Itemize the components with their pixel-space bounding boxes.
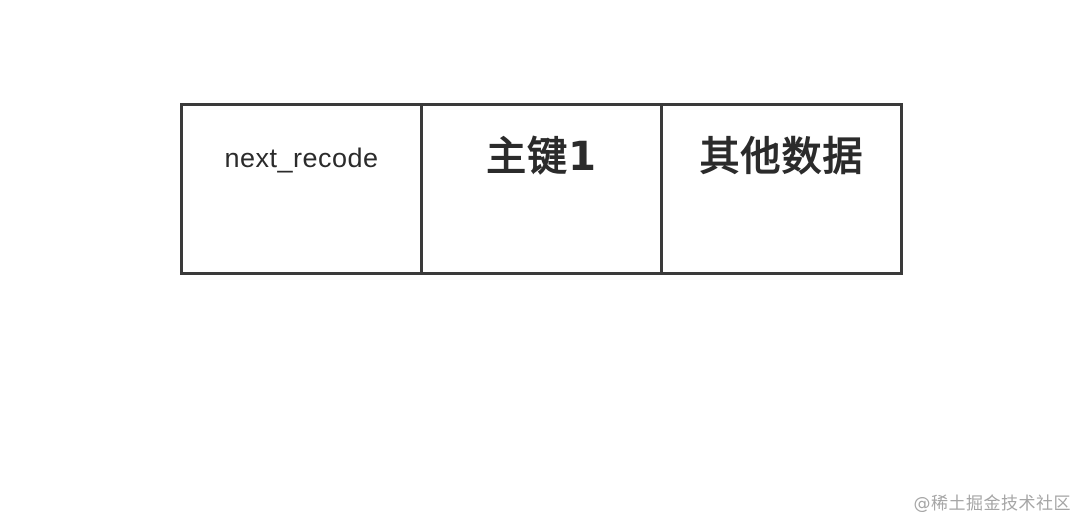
watermark: @稀土掘金技术社区 xyxy=(913,494,1071,514)
primary-key-field: 主键1 xyxy=(423,103,663,275)
primary-key-label: 主键1 xyxy=(486,134,597,180)
other-data-field: 其他数据 xyxy=(663,103,903,275)
other-data-label: 其他数据 xyxy=(699,134,864,180)
record-diagram: next_recode 主键1 其他数据 xyxy=(180,103,903,275)
next-record-label: next_recode xyxy=(224,143,379,173)
next-record-field: next_recode xyxy=(180,103,423,275)
